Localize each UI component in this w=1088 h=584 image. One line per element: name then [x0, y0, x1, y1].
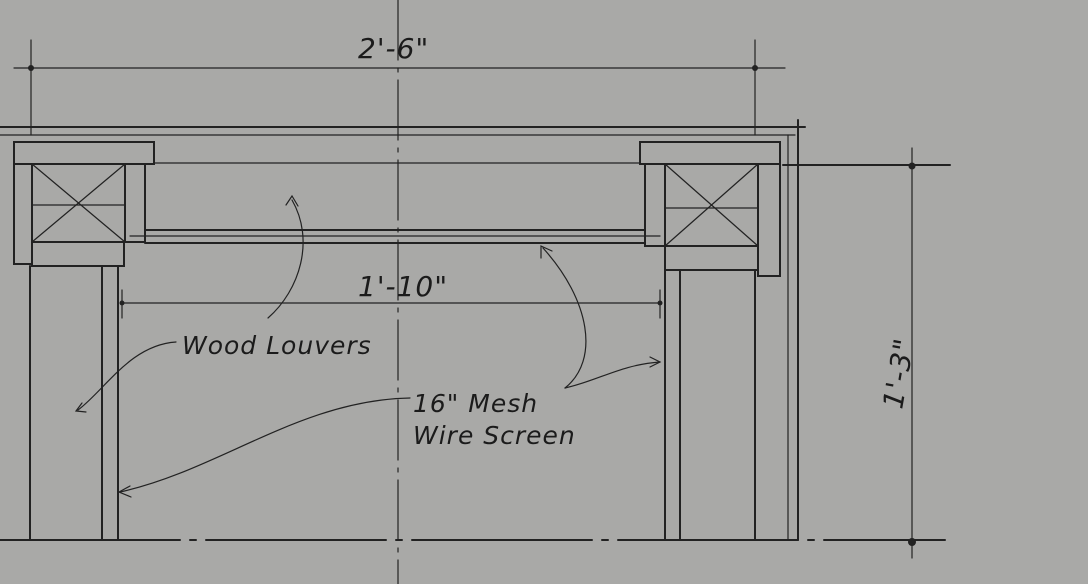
screen-label-line2: Wire Screen: [413, 421, 576, 450]
inner-width-label: 1'-10": [358, 270, 448, 303]
louver-leaders: [74, 194, 304, 413]
louvers-label: Wood Louvers: [182, 331, 372, 360]
screen-leaders: [117, 245, 662, 498]
vertical-posts: [29, 265, 756, 541]
overall-width-label: 2'-6": [358, 32, 429, 65]
right-frame-lines: [782, 119, 951, 541]
screen-label-line1: 16" Mesh: [413, 389, 538, 418]
height-dimension: [908, 147, 916, 559]
overall-width-dimension: [13, 39, 786, 136]
left-jamb: [13, 141, 155, 267]
head-frame-lines: [0, 126, 806, 136]
height-label: 1'-3": [876, 335, 921, 411]
louver-lines: [129, 162, 661, 244]
inner-width-dimension: [119, 289, 663, 319]
right-jamb: [639, 141, 781, 277]
